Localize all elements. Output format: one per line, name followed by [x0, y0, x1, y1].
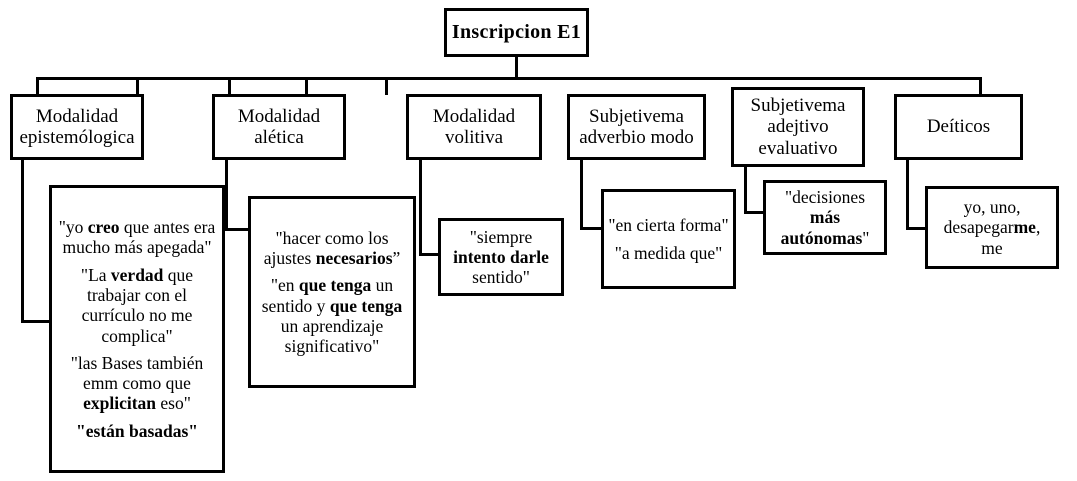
- category-label-volitiva: Modalidad volitiva: [432, 105, 516, 148]
- example-node-volitiva[interactable]: "siempre intento darle sentido": [438, 218, 564, 296]
- connector-drop-epistemologica: [36, 77, 39, 95]
- connector-deicticos-leaf-vertical: [906, 158, 909, 230]
- connector-drop-deicticos: [979, 77, 982, 95]
- example-quote: "siempre intento darle sentido": [453, 226, 549, 288]
- category-label-aletica: Modalidad alética: [237, 105, 321, 148]
- category-node-deicticos[interactable]: Deíticos: [894, 94, 1023, 160]
- connector-aletica-leaf-vertical: [225, 158, 228, 231]
- root-node-label: Inscripcion E1: [451, 21, 582, 44]
- category-label-deicticos: Deíticos: [926, 116, 991, 138]
- example-quote: yo, uno, desapegarme, me: [943, 197, 1041, 258]
- connector-drop-aletica: [136, 77, 139, 95]
- example-quote: "La verdad que trabajar con el currículo…: [80, 264, 194, 346]
- example-quote: "las Bases también emm como que explicit…: [70, 352, 204, 414]
- category-node-adjetivo[interactable]: Subjetivema adejtivo evaluativo: [731, 87, 865, 167]
- example-node-epistemologica[interactable]: "yo creo que antes era mucho más apegada…: [49, 185, 225, 473]
- connector-aletica-leaf-horizontal: [225, 228, 251, 231]
- category-node-aletica[interactable]: Modalidad alética: [212, 94, 346, 160]
- connector-epistemologica-leaf-horizontal: [21, 320, 52, 323]
- example-node-aletica[interactable]: "hacer como los ajustes necesarios” "en q…: [248, 196, 416, 388]
- category-node-epistemologica[interactable]: Modalidad epistemólogica: [10, 94, 144, 160]
- connector-drop-volitiva: [228, 77, 231, 95]
- connector-volitiva-leaf-vertical: [419, 158, 422, 256]
- category-node-adverbio[interactable]: Subjetivema adverbio modo: [567, 94, 706, 160]
- example-quote: "están basadas": [75, 420, 199, 441]
- connector-adverbio-leaf-horizontal: [580, 227, 604, 230]
- example-list-deicticos: yo, uno, desapegarme, me: [928, 197, 1056, 258]
- connector-root-stub: [515, 57, 518, 79]
- example-node-deicticos[interactable]: yo, uno, desapegarme, me: [925, 186, 1059, 269]
- example-list-adjetivo: "decisiones más autónomas": [766, 187, 884, 248]
- connector-drop-adjetivo: [385, 77, 388, 95]
- example-node-adjetivo[interactable]: "decisiones más autónomas": [763, 180, 887, 255]
- example-list-aletica: "hacer como los ajustes necesarios” "en q…: [251, 228, 413, 357]
- connector-drop-adverbio: [305, 77, 308, 95]
- connector-volitiva-leaf-horizontal: [419, 253, 441, 256]
- example-list-adverbio: "en cierta forma" "a medida que": [604, 215, 733, 263]
- category-label-adjetivo: Subjetivema adejtivo evaluativo: [750, 95, 846, 159]
- example-list-volitiva: "siempre intento darle sentido": [441, 227, 561, 288]
- connector-epistemologica-leaf-vertical: [21, 158, 24, 323]
- category-label-adverbio: Subjetivema adverbio modo: [579, 105, 694, 148]
- example-quote: "decisiones más autónomas": [780, 187, 870, 248]
- example-quote: "hacer como los ajustes necesarios”: [263, 227, 401, 268]
- category-node-volitiva[interactable]: Modalidad volitiva: [406, 94, 542, 160]
- example-quote: "yo creo que antes era mucho más apegada…: [58, 217, 216, 258]
- example-list-epistemologica: "yo creo que antes era mucho más apegada…: [52, 217, 222, 441]
- connector-adverbio-leaf-vertical: [580, 158, 583, 230]
- connector-bus: [36, 77, 982, 80]
- example-quote: "en que tenga un sentido y que tenga un …: [261, 275, 403, 357]
- connector-adjetivo-leaf-horizontal: [744, 211, 766, 214]
- example-quote: "en cierta forma": [608, 215, 729, 236]
- example-quote: "a medida que": [614, 242, 723, 263]
- connector-adjetivo-leaf-vertical: [744, 166, 747, 214]
- example-node-adverbio[interactable]: "en cierta forma" "a medida que": [601, 189, 736, 289]
- category-label-epistemologica: Modalidad epistemólogica: [19, 105, 135, 148]
- root-node[interactable]: Inscripcion E1: [444, 8, 589, 57]
- connector-deicticos-leaf-horizontal: [906, 227, 928, 230]
